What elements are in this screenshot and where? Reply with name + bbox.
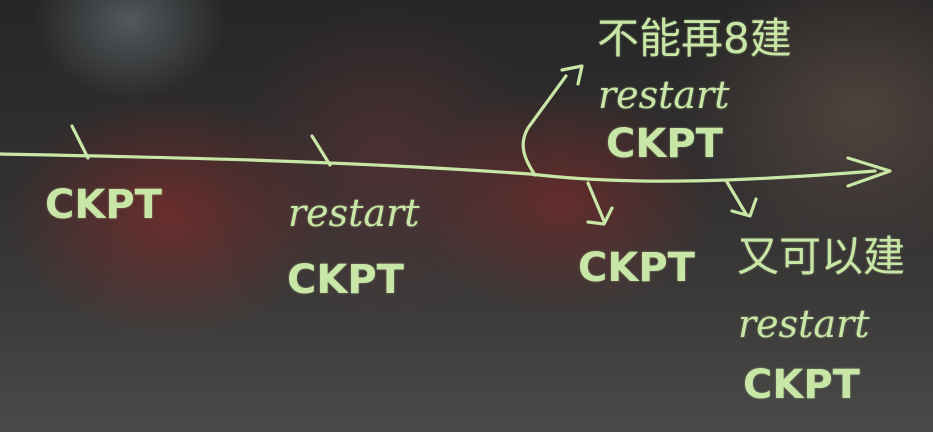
upper-branch-arrow	[521, 74, 568, 177]
timeline-line	[0, 152, 877, 183]
ckpt-label-upper: CKPT	[606, 121, 723, 167]
ckpt-label-lower: CKPT	[743, 362, 860, 408]
down-arrow-1-head	[586, 206, 614, 226]
restart-label-lower: restart	[738, 302, 870, 346]
tick-mark-1	[70, 124, 90, 160]
ckpt-label-1: CKPT	[45, 182, 162, 228]
restart-label-2: restart	[288, 191, 420, 235]
upper-note-chinese: 不能再8建	[597, 14, 792, 63]
restart-label-upper: restart	[598, 73, 730, 117]
down-arrow-1	[586, 181, 606, 223]
lower-note-chinese: 又可以建	[737, 232, 906, 281]
timeline-arrowhead	[846, 156, 892, 188]
down-arrow-2-head	[730, 197, 758, 218]
ckpt-label-3: CKPT	[578, 245, 695, 291]
down-arrow-2	[725, 180, 748, 216]
ckpt-label-2: CKPT	[287, 257, 404, 303]
tick-mark-2	[310, 134, 332, 167]
upper-branch-arrowhead	[560, 64, 584, 86]
